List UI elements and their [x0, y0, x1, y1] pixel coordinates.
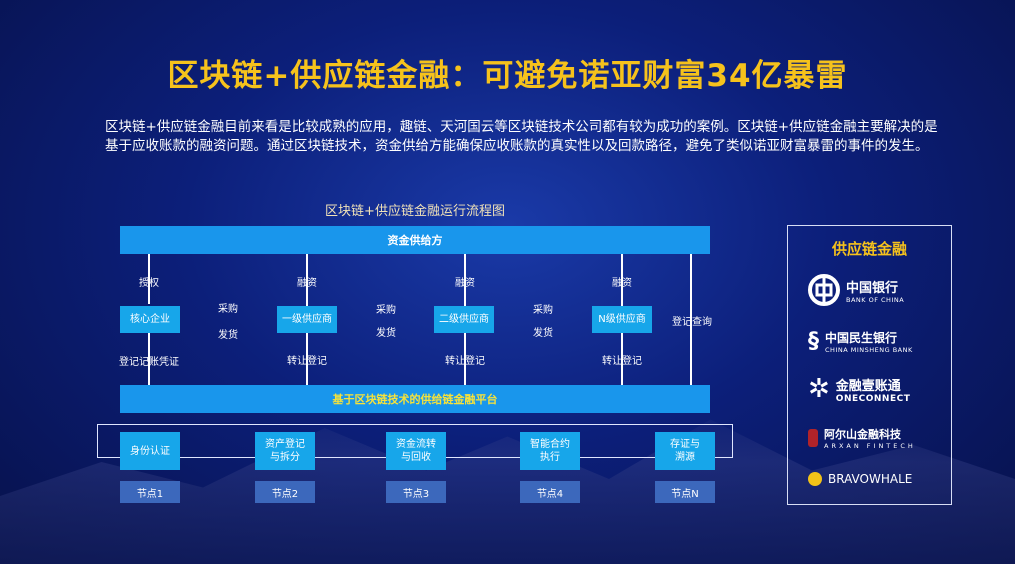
arrow-down: [148, 333, 150, 385]
label-purchase: 采购: [218, 304, 238, 315]
label-transfer: 转让登记: [445, 356, 485, 367]
entity-core: 核心企业: [120, 306, 180, 333]
minsheng-icon: §: [808, 329, 819, 354]
logo-name: BRAVOWHALE: [828, 472, 913, 486]
label-authorize: 授权: [139, 278, 159, 289]
arxan-seal-icon: [808, 429, 818, 447]
label-ship: 发货: [533, 328, 553, 339]
label-query: 登记查询: [672, 317, 712, 328]
entity-tier2: 二级供应商: [434, 306, 494, 333]
logo-sub: BANK OF CHINA: [846, 295, 905, 304]
label-transfer: 转让登记: [602, 356, 642, 367]
node-n: 节点N: [655, 481, 715, 503]
diagram-title: 区块链+供应链金融运行流程图: [325, 204, 505, 219]
intro-paragraph: 区块链+供应链金融目前来看是比较成熟的应用，趣链、天河国云等区块链技术公司都有较…: [105, 119, 938, 154]
function-funds: 资金流转 与回收: [386, 432, 446, 470]
label-finance: 融资: [297, 278, 317, 289]
logo-sub: CHINA MINSHENG BANK: [825, 346, 913, 354]
funder-bar: 资金供给方: [120, 226, 710, 254]
platform-bar: 基于区块链技术的供给链金融平台: [120, 385, 710, 413]
logo-sub: ARXAN FINTECH: [824, 442, 916, 450]
node-4: 节点4: [520, 481, 580, 503]
label-finance: 融资: [455, 278, 475, 289]
oneconnect-icon: ✲: [808, 374, 830, 404]
logo-name: 阿尔山金融科技: [824, 428, 901, 441]
arrow-down: [690, 254, 692, 385]
bank-of-china-icon: [808, 274, 840, 306]
label-finance: 融资: [612, 278, 632, 289]
label-transfer: 转让登记: [287, 356, 327, 367]
panel-title: 供应链金融: [831, 240, 907, 258]
bravowhale-icon: [808, 472, 822, 486]
logo-bravowhale: BRAVOWHALE: [808, 472, 938, 486]
entity-tierN: N级供应商: [592, 306, 652, 333]
logo-name: 中国银行: [846, 280, 899, 296]
node-2: 节点2: [255, 481, 315, 503]
entity-tier1: 一级供应商: [277, 306, 337, 333]
logo-name: 中国民生银行: [825, 331, 898, 345]
function-contract: 智能合约 执行: [520, 432, 580, 470]
label-ship: 发货: [218, 330, 238, 341]
function-evidence: 存证与 溯源: [655, 432, 715, 470]
page-title: 区块链+供应链金融：可避免诺亚财富34亿暴雷: [167, 58, 848, 94]
function-asset: 资产登记 与拆分: [255, 432, 315, 470]
logo-name: 金融壹账通: [835, 378, 901, 394]
arrow-down: [148, 254, 150, 304]
label-register: 登记记账凭证: [119, 357, 179, 368]
label-purchase: 采购: [376, 305, 396, 316]
node-3: 节点3: [386, 481, 446, 503]
label-ship: 发货: [376, 328, 396, 339]
function-identity: 身份认证: [120, 432, 180, 470]
logo-sub: ONECONNECT: [835, 393, 911, 404]
label-purchase: 采购: [533, 305, 553, 316]
node-1: 节点1: [120, 481, 180, 503]
